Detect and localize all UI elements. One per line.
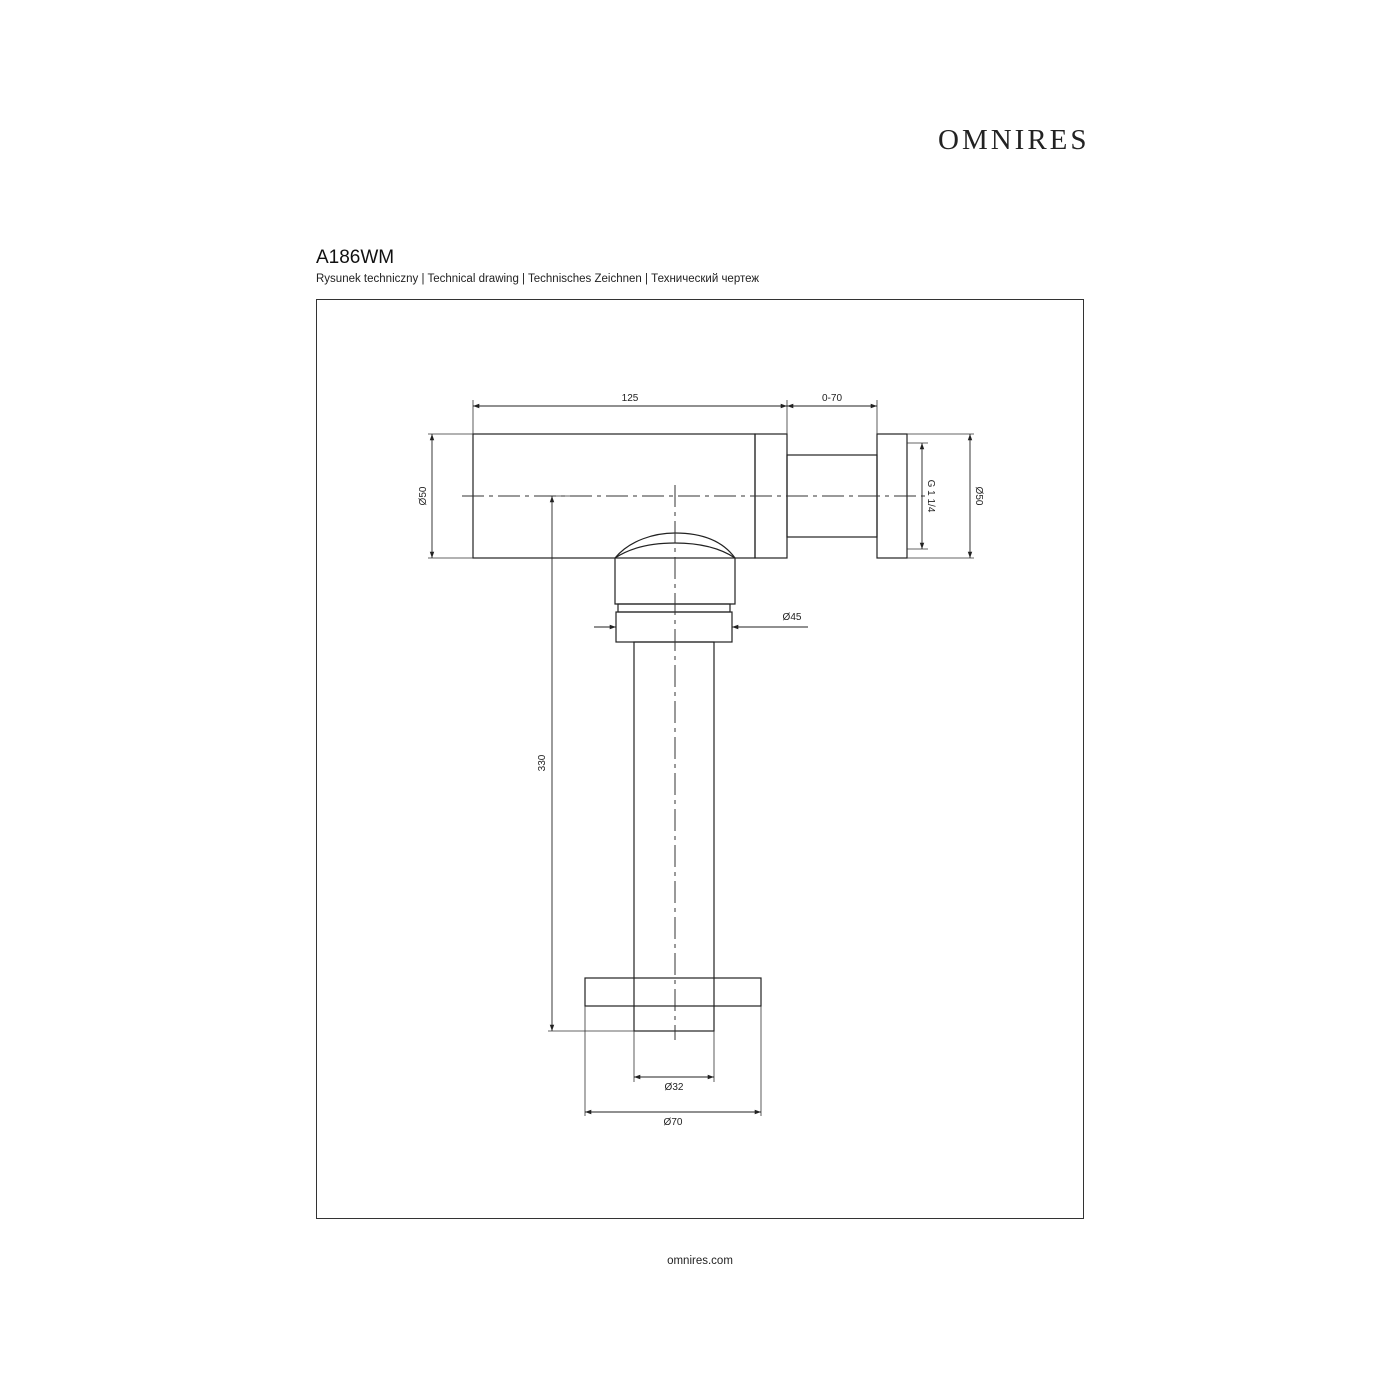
dim-label-pipe-diameter: Ø32	[665, 1082, 684, 1093]
dim-label-125: 125	[622, 393, 639, 404]
base-plate-outline	[584, 977, 762, 1007]
dim-label-collar-diameter: Ø45	[783, 612, 802, 623]
footer-website-link[interactable]: omnires.com	[667, 1255, 733, 1267]
dim-label-height: 330	[537, 754, 548, 771]
dim-label-right-diameter: Ø50	[973, 487, 984, 506]
vertical-pipe-outline	[633, 641, 715, 1032]
dim-label-extension: 0-70	[822, 393, 842, 404]
product-code: A186WM	[316, 247, 395, 268]
dim-label-left-diameter: Ø50	[418, 486, 429, 505]
collar-top-outline	[617, 603, 731, 613]
dim-label-thread: G 1 1/4	[925, 480, 936, 513]
dim-label-base-diameter: Ø70	[664, 1117, 683, 1128]
drawing-frame	[316, 299, 1084, 1219]
drawing-subtitle: Rysunek techniczny | Technical drawing |…	[316, 273, 760, 285]
brand-logo: OMNIRES	[938, 124, 1090, 156]
collar-outline	[615, 611, 733, 643]
